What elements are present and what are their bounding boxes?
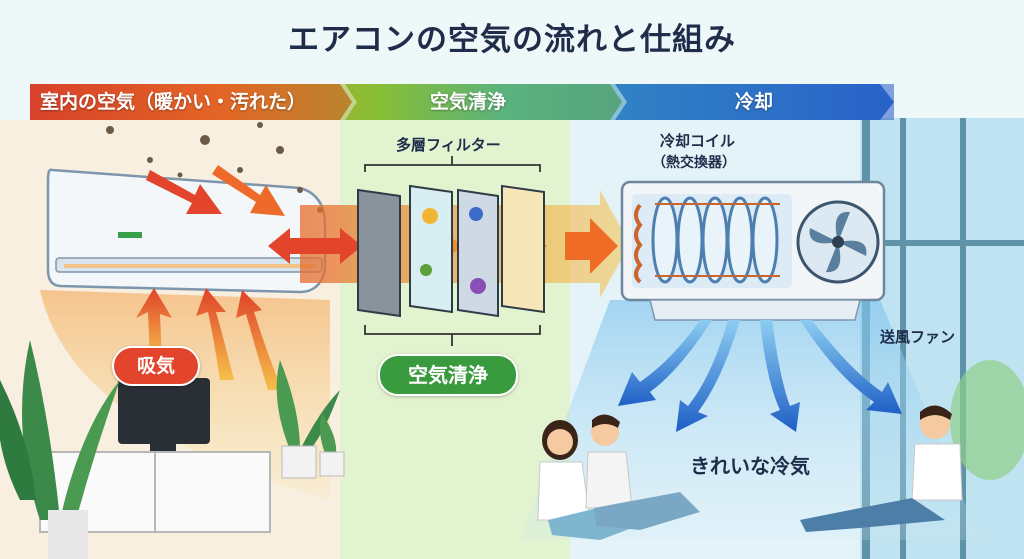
cool-air-arrows <box>618 320 902 432</box>
multilayer-filter <box>357 184 545 318</box>
purify-zone-bg <box>340 120 570 559</box>
stage-label-cooling: 冷却 <box>735 91 774 113</box>
indoor-ac-unit <box>46 168 327 294</box>
filter-brackets <box>364 156 541 346</box>
stage-label-purify: 空気清浄 <box>430 91 507 113</box>
person-right <box>800 405 963 532</box>
people-group <box>537 414 700 540</box>
clean-air-label: きれいな冷気 <box>690 454 810 478</box>
coil-label: 冷却コイル <box>660 132 736 150</box>
intake-badge: 吸気 <box>112 346 200 386</box>
coil-sublabel: （熱交換器） <box>652 155 736 171</box>
cooling-unit <box>620 180 886 321</box>
page-title: エアコンの空気の流れと仕組み <box>288 22 736 58</box>
cool-air-haze <box>520 300 980 540</box>
filter-label: 多層フィルター <box>396 136 501 154</box>
stage-label-indoor-air: 室内の空気（暖かい・汚れた） <box>40 91 307 113</box>
purify-badge: 空気清浄 <box>378 354 518 396</box>
stage-banner <box>30 84 894 120</box>
plants <box>0 340 345 559</box>
fan-label: 送風ファン <box>880 328 956 346</box>
warm-air-arrows <box>146 165 285 216</box>
intake-arrows <box>136 288 282 390</box>
